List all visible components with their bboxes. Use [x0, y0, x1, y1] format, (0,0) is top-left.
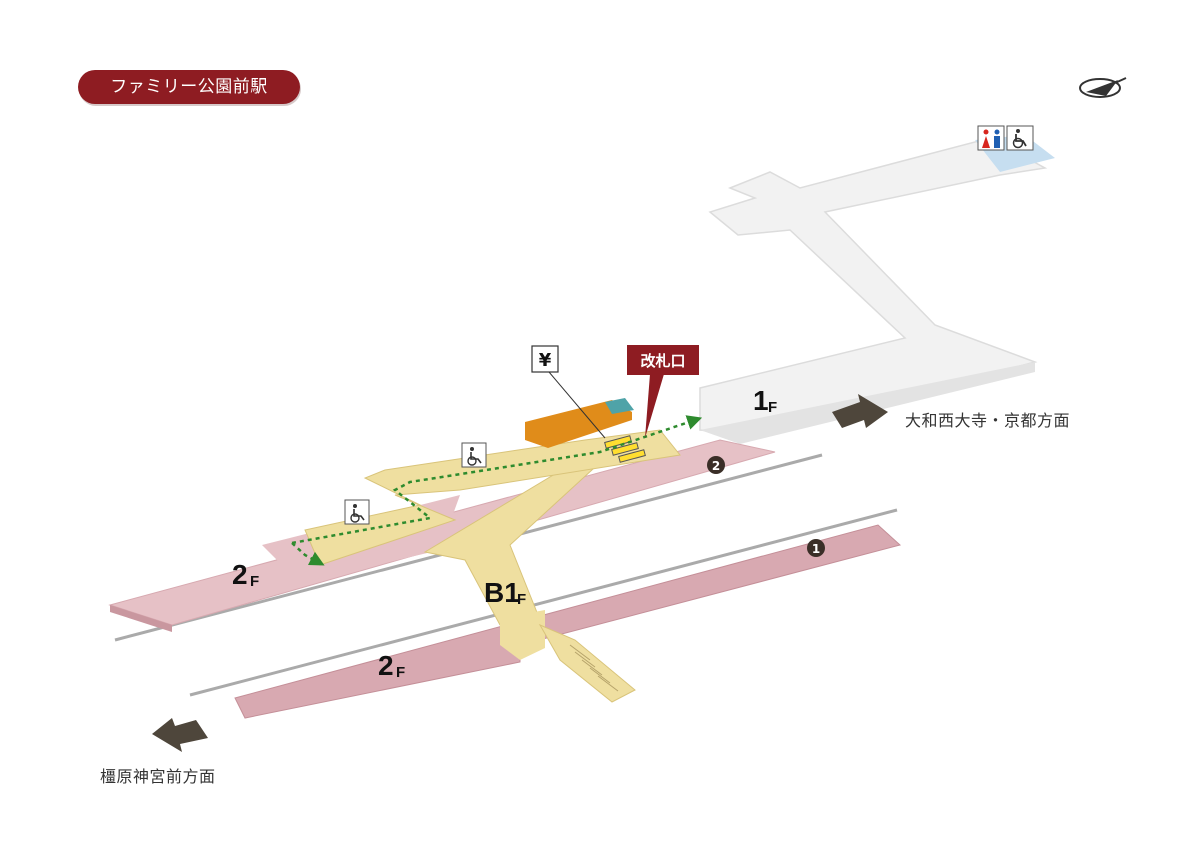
svg-text:1: 1: [812, 542, 820, 556]
gate-label: 改札口: [640, 352, 685, 370]
yen-label: ¥: [539, 350, 552, 371]
arrow-icon: [152, 718, 208, 752]
ticket-office: [525, 398, 634, 448]
direction-label-west: 橿原神宮前方面: [100, 767, 216, 786]
restroom-icon: [977, 125, 1005, 151]
compass-icon: [1079, 77, 1127, 98]
wheelchair-icon: [461, 442, 487, 468]
svg-text:F: F: [517, 591, 526, 608]
gate-sign: 改札口: [627, 345, 699, 438]
wheelchair-icon: [1006, 125, 1034, 151]
arrow-icon: [832, 394, 888, 428]
ticket-machine-icon: ¥: [531, 345, 606, 439]
floor-label-2f-lower: 2 F: [378, 650, 405, 681]
ticket-gate-icon: [604, 435, 646, 463]
b1-passage: [423, 457, 636, 703]
svg-text:F: F: [250, 573, 259, 590]
svg-text:2: 2: [378, 650, 394, 681]
direction-label-east: 大和西大寺・京都方面: [905, 411, 1071, 430]
accessible-route: [291, 415, 703, 566]
floor-label-2f-upper: 2 F: [232, 559, 259, 590]
platform-number-2: 2: [707, 456, 725, 474]
svg-text:B1: B1: [484, 577, 520, 608]
floor-label-b1: B1 F: [484, 577, 526, 608]
svg-text:2: 2: [712, 459, 720, 473]
svg-text:1: 1: [753, 385, 769, 416]
wheelchair-icon: [344, 499, 370, 525]
ramp-passage: [304, 429, 681, 566]
station-name-badge: ファミリー公園前駅: [78, 70, 300, 104]
svg-text:2: 2: [232, 559, 248, 590]
floor-label-1f: 1 F: [753, 385, 777, 416]
svg-text:F: F: [396, 664, 405, 681]
svg-text:F: F: [768, 399, 777, 416]
platform-number-1: 1: [807, 539, 825, 557]
